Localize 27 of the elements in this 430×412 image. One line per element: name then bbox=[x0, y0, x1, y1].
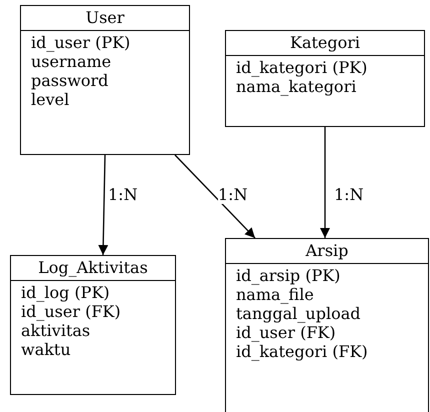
attribute-name: id_user (FK) bbox=[21, 302, 121, 321]
relationship-arrow bbox=[174, 154, 256, 238]
attribute-name: nama_file bbox=[236, 285, 314, 304]
attribute-name: id_log (PK) bbox=[21, 283, 110, 302]
relationship-arrow bbox=[320, 127, 330, 238]
attribute-name: id_user (PK) bbox=[31, 33, 130, 52]
entity-table bbox=[225, 238, 429, 412]
attribute-name: waktu bbox=[21, 340, 71, 359]
attribute-name: id_user (FK) bbox=[236, 323, 336, 342]
entity-name: Log_Aktivitas bbox=[11, 256, 175, 281]
attribute-name: id_arsip (PK) bbox=[236, 266, 340, 285]
cardinality-label: 1:N bbox=[218, 186, 248, 204]
attribute-name: tanggal_upload bbox=[236, 304, 360, 323]
attribute-name: password bbox=[31, 71, 108, 90]
relationship-arrow bbox=[98, 154, 108, 256]
attribute-name: nama_kategori bbox=[236, 77, 356, 96]
attribute-name: aktivitas bbox=[21, 321, 90, 340]
attribute-name: username bbox=[31, 52, 112, 71]
entity-table bbox=[10, 255, 176, 395]
attribute-name: id_kategori (FK) bbox=[236, 342, 368, 361]
entity-name: Arsip bbox=[226, 239, 428, 264]
entity-name: Kategori bbox=[226, 31, 424, 56]
entity-name: User bbox=[21, 6, 189, 31]
entity-table bbox=[225, 30, 425, 127]
attribute-name: id_kategori (PK) bbox=[236, 58, 368, 77]
entity-table bbox=[20, 5, 190, 155]
attribute-name: level bbox=[31, 90, 70, 109]
